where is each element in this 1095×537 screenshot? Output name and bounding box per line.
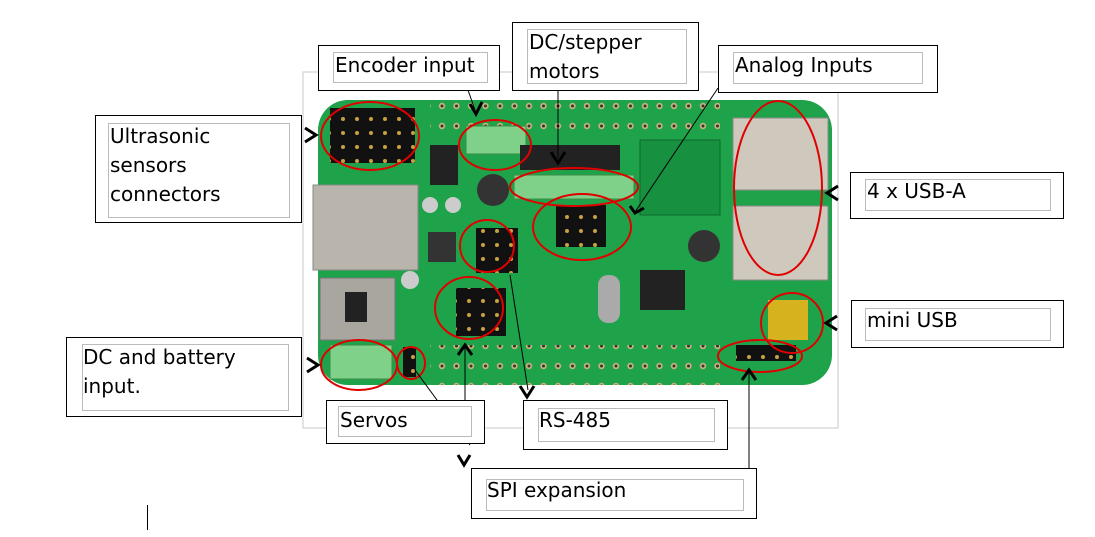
label-encoder-input: Encoder input [318,45,500,91]
label-rs485: RS-485 [523,400,728,450]
arrow-mini-usb [823,314,838,332]
arrow-chevrons [304,101,839,468]
spi-expansion-header [736,345,796,361]
dc-terminal [329,344,393,380]
label-mini-usb: mini USB [851,300,1064,348]
label-ultrasonic-sensors: Ultrasonic sensors connectors [95,115,302,223]
encoder-terminal [465,125,527,155]
rf-module [639,139,721,216]
ethernet-jack [312,184,419,271]
label-dc-battery-input: DC and battery input. [66,337,302,417]
mini-usb-port [768,300,808,340]
text-cursor [147,505,148,530]
driver-chips [520,145,620,170]
ultrasonic-header [330,108,415,163]
crystal [598,275,620,323]
arrow-encoder [468,101,484,118]
usb-a-upper [732,117,829,191]
spi-header [456,288,506,336]
arrow-spi-expansion [740,367,758,381]
inductor-left [477,174,509,206]
label-servos: Servos [326,400,485,444]
arrow-usb-a [824,184,839,202]
arrow-motors [549,151,567,166]
arrow-spi-header [456,342,474,356]
arrow-servos [456,454,472,468]
label-spi-expansion: SPI expansion [471,468,757,519]
arrow-rs485 [518,385,536,400]
arrow-dc [306,356,321,374]
usb-a-lower [732,205,829,281]
label-dc-stepper-motors: DC/stepper motors [512,22,699,91]
inductor-right [688,230,720,262]
bottom-header-pins [430,345,720,385]
arrow-ultrasonic [304,126,319,144]
analog-header [556,205,606,247]
label-analog-inputs: Analog Inputs [718,45,938,93]
servo-header [403,347,416,377]
mcu-chip [640,270,685,310]
highlight-ellipses [320,100,824,391]
arrow-analog [628,205,645,215]
label-usb-a: 4 x USB-A [850,172,1064,219]
